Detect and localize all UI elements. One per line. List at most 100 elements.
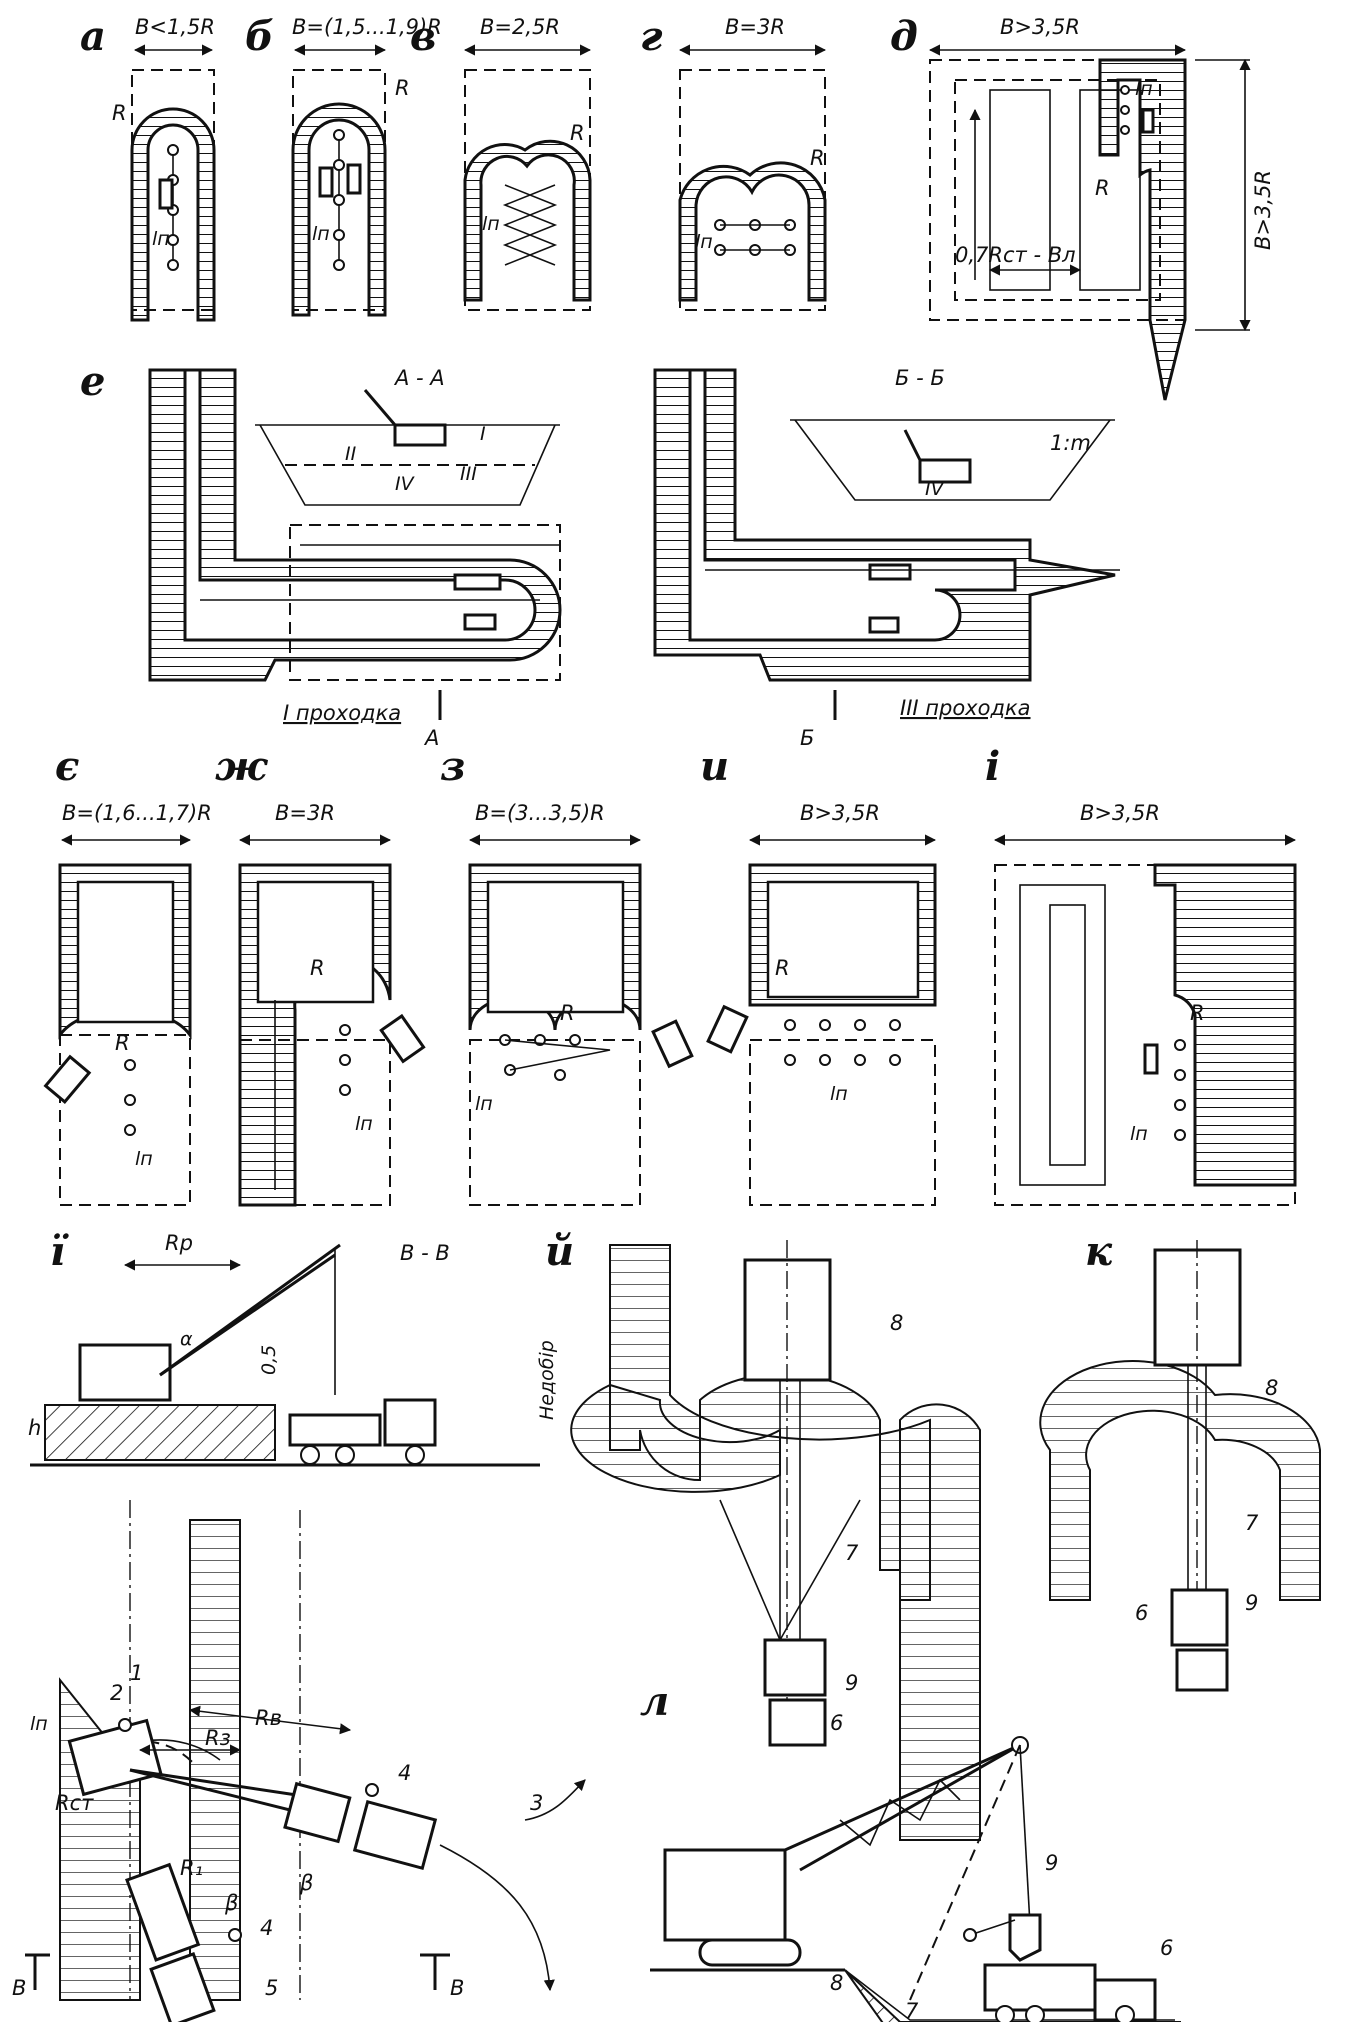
panel-l: л 9 6 8 7 [640,1678,1181,2022]
alpha-label: α [180,1328,193,1350]
slope-label: 1:m [1050,431,1091,455]
radius-label: R [310,956,325,980]
width-label: B=(1,6...1,7)R [62,801,212,825]
panel-label: г [640,13,663,60]
cut-b-right: В [450,1976,464,2000]
panel-label: і [985,743,1000,790]
num-7: 7 [1245,1511,1259,1535]
rp-label: Rр [165,1231,193,1255]
step-label: lп [482,213,500,235]
panel-yi: ї В - В Rр α 0,5 h Недобір [28,1228,558,1467]
beta-label-1: β [299,1871,313,1895]
width-label: B=3R [275,801,335,825]
panel-zh: ж B=3R R lп [215,743,426,1207]
layer-4b: IV [925,478,946,500]
beta-label-2: β [224,1891,238,1915]
width-label: B=2,5R [480,15,560,39]
width-label: B=3R [725,15,785,39]
panel-yj: й 8 7 9 6 [545,1228,981,1841]
radius-label: R [570,121,585,145]
num-4a: 4 [398,1761,411,1785]
step-label: lп [135,1148,153,1170]
panel-label: й [545,1228,574,1275]
panel-label: а [80,13,106,60]
panel-ye: є B=(1,6...1,7)R R lп [43,743,212,1206]
panel-label: ж [215,743,268,790]
panel-label: ї [50,1228,69,1275]
lp-label: lп [30,1713,48,1735]
radius-label: R [560,1001,575,1025]
cut-b-left: В [12,1976,26,2000]
panel-label: л [640,1678,669,1725]
cut-b-label: Б [800,726,814,750]
panel-label: к [1085,1228,1113,1275]
panel-g: г B=3R R lп [640,13,827,311]
layer-1: I [480,423,486,445]
radius-label: R [1095,176,1110,200]
num-9: 9 [845,1671,858,1695]
section-bb-label: Б - Б [895,366,945,390]
width-label: B>3,5R [1080,801,1160,825]
step-label: lп [695,231,713,253]
pass3-label: III проходка [900,696,1031,720]
panel-label: и [700,743,729,790]
pass1-label: I проходка [283,701,401,725]
step-label: lп [475,1093,493,1115]
width-label: B<1,5R [135,15,215,39]
panel-i: і B>3,5R R lп [985,743,1297,1206]
underdig-label: Недобір [536,1340,558,1420]
rz-label: Rз [205,1726,231,1750]
num-6: 6 [1160,1936,1173,1960]
width-label: B>3,5R [1000,15,1080,39]
panel-e: е I проходка А А - А I II III IV III про… [80,358,1120,750]
rv-label: Rв [255,1706,282,1730]
half-label: 0,5 [258,1345,280,1375]
height-label: B>3,5R [1251,170,1275,250]
panel-a: а B<1,5R R lп [80,13,216,322]
panel-label: в [410,13,436,60]
radius-label: R [115,1031,130,1055]
rst-label: Rст [55,1791,94,1815]
num-9: 9 [1045,1851,1058,1875]
layer-2: II [345,443,357,465]
panel-b: б B=(1,5...1,9)R R lп [245,13,442,317]
width-label: B=(3...3,5)R [475,801,605,825]
gap-label: 0,7Rст - Bл [955,243,1076,267]
step-label: lп [355,1113,373,1135]
num-8: 8 [1265,1376,1278,1400]
num-1: 1 [130,1661,143,1685]
panel-k: к 8 7 9 6 [1039,1228,1321,1692]
radius-label: R [395,76,410,100]
num-7: 7 [845,1541,859,1565]
num-4b: 4 [260,1916,273,1940]
num-8: 8 [890,1311,903,1335]
panel-y: и B>3,5R R lп [700,743,937,1206]
panel-label: д [890,13,918,60]
panel-label: б [245,13,274,60]
r1-label: R₁ [180,1856,203,1880]
num-3: 3 [530,1791,543,1815]
step-label: lп [1130,1123,1148,1145]
panel-label: е [80,358,105,405]
width-label: B=(1,5...1,9)R [292,15,442,39]
num-9: 9 [1245,1591,1258,1615]
radius-label: R [1190,1001,1205,1025]
panel-plan: Rв Rз Rст R₁ β β lп 1 2 3 4 4 5 В В [12,1500,586,2022]
step-label: lп [312,223,330,245]
layer-3: III [460,463,477,485]
panel-v: в B=2,5R R lп [410,13,592,311]
num-8: 8 [830,1971,843,1995]
radius-label: R [112,101,127,125]
section-aa-label: А - А [393,366,445,390]
radius-label: R [775,956,790,980]
num-2: 2 [110,1681,123,1705]
step-label: lп [830,1083,848,1105]
step-label: lп [1135,78,1153,100]
h-label: h [28,1416,41,1440]
num-6: 6 [830,1711,843,1735]
width-label: B>3,5R [800,801,880,825]
panel-label: є [55,743,79,790]
cut-a-label: А [423,726,439,750]
panel-z: з B=(3...3,5)R R lп [440,743,694,1206]
